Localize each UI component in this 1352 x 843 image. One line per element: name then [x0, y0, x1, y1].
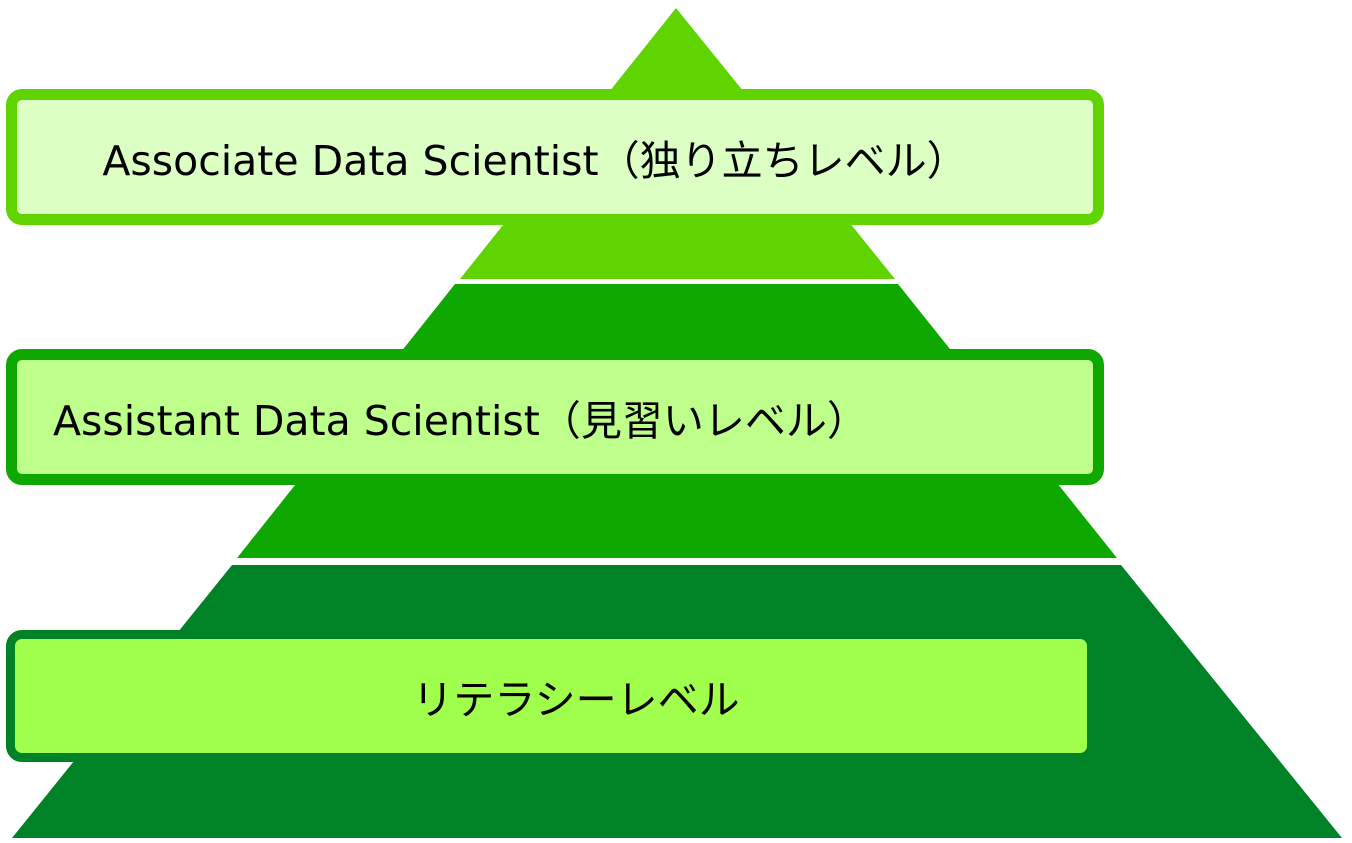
- level-label-literacy: リテラシーレベル: [412, 676, 740, 724]
- level-label-associate: Associate Data Scientist（独り立ちレベル）: [102, 137, 968, 185]
- level-box-assistant: Assistant Data Scientist（見習いレベル）: [6, 349, 1104, 485]
- level-label-assistant: Assistant Data Scientist（見習いレベル）: [53, 397, 868, 445]
- level-box-associate: Associate Data Scientist（独り立ちレベル）: [6, 89, 1104, 225]
- level-box-literacy: リテラシーレベル: [6, 630, 1096, 762]
